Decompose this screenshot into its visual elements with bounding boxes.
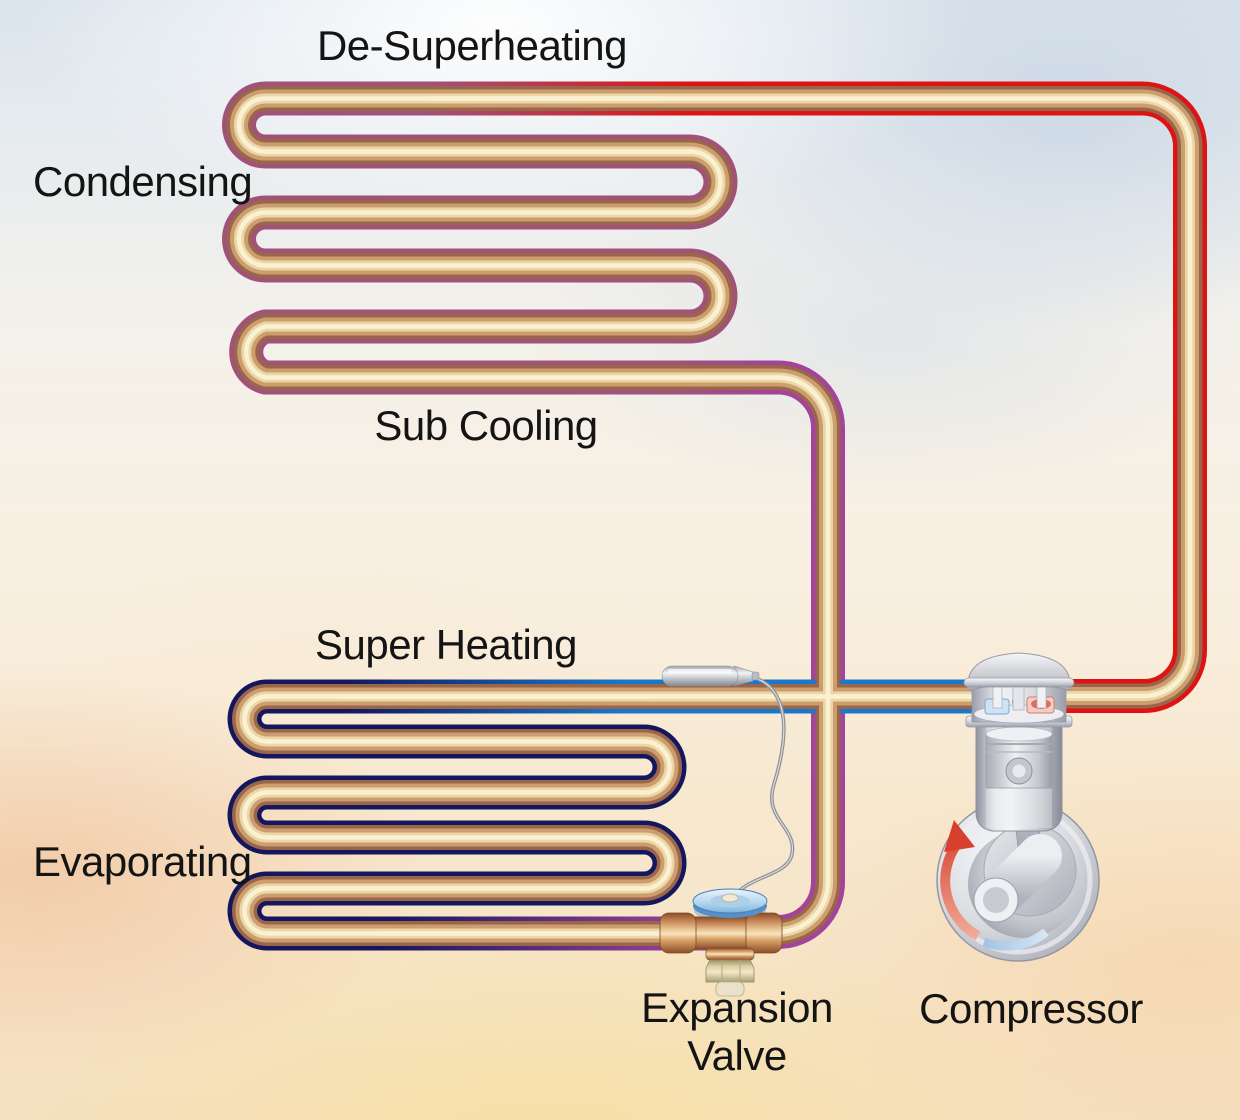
- sensing-bulb: [661, 665, 760, 687]
- expansion-valve: [659, 888, 783, 997]
- piston: [985, 726, 1053, 789]
- capillary-tube: [733, 675, 795, 898]
- label-de-superheating: De-Superheating: [316, 22, 628, 69]
- label-expansion-valve: Expansion Valve: [641, 984, 833, 1081]
- liquid-line: [680, 378, 828, 933]
- label-sub-cooling: Sub Cooling: [374, 402, 598, 449]
- label-compressor: Compressor: [919, 985, 1143, 1032]
- compressor: [936, 652, 1100, 962]
- rotation-arrow-red: [940, 841, 981, 941]
- label-expansion-valve-line1: Expansion: [641, 984, 833, 1031]
- rotation-arrow-blue: [982, 928, 1049, 951]
- rotation-arrowhead: [944, 820, 975, 852]
- valve-nut: [705, 959, 755, 983]
- label-evaporating: Evaporating: [33, 838, 252, 885]
- label-super-heating: Super Heating: [314, 621, 578, 668]
- label-condensing: Condensing: [33, 158, 253, 205]
- label-expansion-valve-line2: Valve: [687, 1032, 787, 1080]
